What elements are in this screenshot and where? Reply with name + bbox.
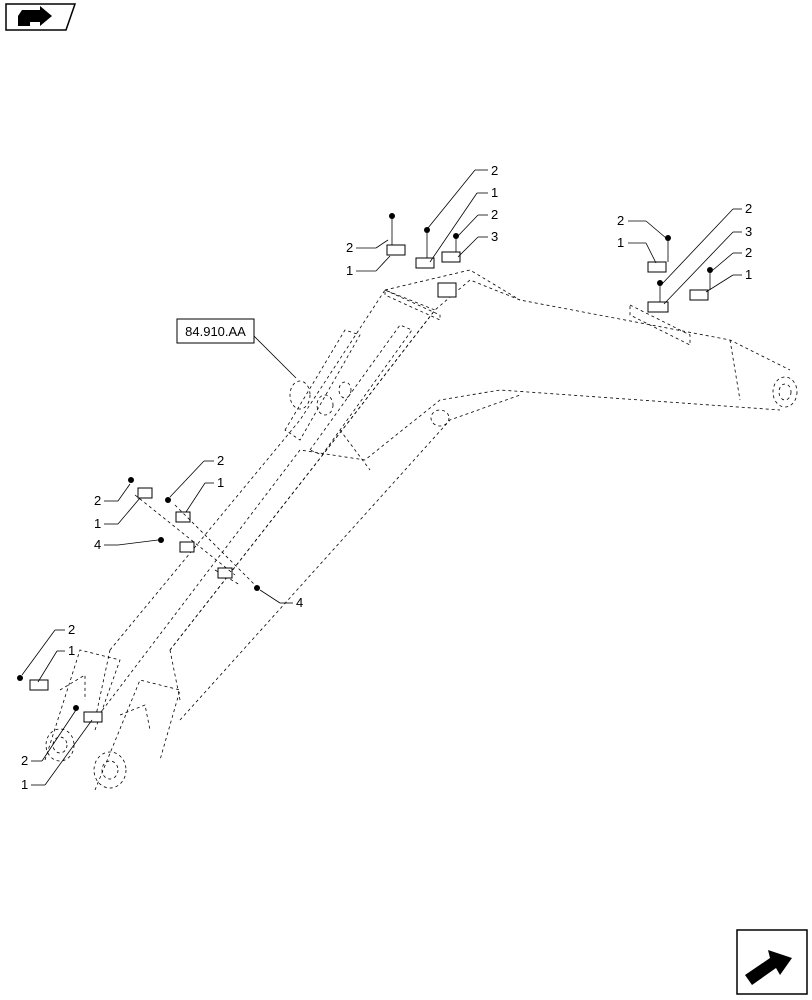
callout-1: 1 (491, 185, 498, 200)
callout-1: 1 (68, 643, 75, 658)
boom-outline (44, 269, 798, 791)
callout-1: 1 (617, 235, 624, 250)
callout-2: 2 (617, 213, 624, 228)
reference-link-box[interactable]: 84.910.AA (176, 318, 297, 379)
callout-2: 2 (745, 245, 752, 260)
callout-1: 1 (217, 475, 224, 490)
callout-2: 2 (94, 493, 101, 508)
callouts: 2 1 2 1 2 3 2 1 2 3 2 1 2 1 2 1 4 (21, 163, 752, 792)
callout-2: 2 (68, 622, 75, 637)
reference-link-label: 84.910.AA (185, 324, 246, 339)
callout-4: 4 (296, 595, 303, 610)
callout-1: 1 (745, 267, 752, 282)
callout-3: 3 (491, 229, 498, 244)
nav-arrow-icon[interactable] (5, 3, 77, 31)
callout-3: 3 (745, 224, 752, 239)
callout-1: 1 (21, 777, 28, 792)
callout-2: 2 (745, 201, 752, 216)
callout-2: 2 (346, 240, 353, 255)
callout-1: 1 (346, 263, 353, 278)
parts (17, 213, 713, 723)
callout-2: 2 (491, 207, 498, 222)
callout-4: 4 (94, 537, 101, 552)
callout-1: 1 (94, 516, 101, 531)
callout-2: 2 (217, 453, 224, 468)
next-page-arrow-icon[interactable] (736, 929, 808, 995)
callout-2: 2 (21, 753, 28, 768)
callout-2: 2 (491, 163, 498, 178)
